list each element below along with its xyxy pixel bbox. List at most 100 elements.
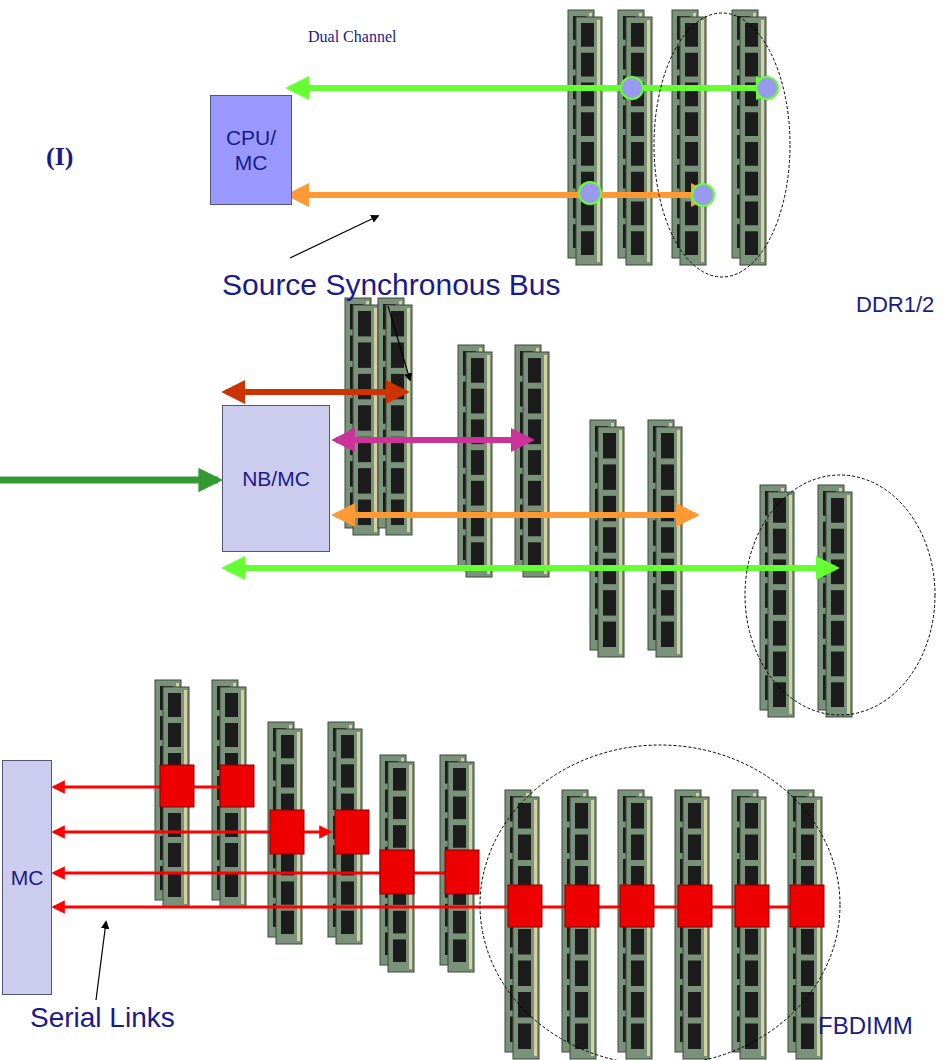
dimm-contacts — [847, 495, 850, 714]
dram-chip — [661, 590, 674, 615]
dimm-module — [378, 298, 404, 528]
dimm-module — [656, 427, 682, 657]
controller-box: MC — [2, 760, 52, 995]
dram-chip — [631, 835, 644, 861]
bus-tap — [756, 77, 778, 99]
dram-chip — [603, 433, 616, 458]
amb-chip — [790, 885, 824, 927]
amb-chip — [735, 885, 769, 927]
dimm-module — [740, 797, 766, 1059]
dram-chip — [631, 23, 644, 47]
dram-chip — [281, 881, 294, 904]
dimm-module — [626, 17, 652, 265]
dram-chip — [518, 803, 531, 829]
diagram-label: Dual Channel — [308, 28, 396, 46]
amb-chip — [380, 850, 414, 894]
dimm-module — [768, 492, 794, 717]
dram-chip — [341, 911, 354, 934]
dram-chip — [281, 735, 294, 758]
dimm-contacts — [544, 355, 547, 574]
group-ellipse — [654, 13, 790, 277]
serial-link — [54, 786, 238, 789]
channel-bus — [336, 512, 695, 518]
dram-chip — [831, 682, 844, 707]
dram-chip — [773, 498, 786, 523]
dram-chip — [745, 142, 758, 166]
dram-chip — [453, 939, 466, 962]
dram-chip — [661, 433, 674, 458]
dram-chip — [801, 1024, 814, 1050]
leader-line — [388, 306, 410, 380]
dram-chip — [391, 405, 404, 430]
dram-chip — [393, 768, 406, 791]
dram-chip — [831, 621, 844, 646]
dram-chip — [581, 112, 594, 136]
dram-chip — [631, 53, 644, 77]
dram-chip — [745, 803, 758, 829]
dram-chip — [773, 621, 786, 646]
dram-chip — [631, 231, 644, 255]
dram-chip — [685, 23, 698, 47]
dram-chip — [471, 450, 484, 475]
dram-chip — [745, 231, 758, 255]
controller-box: NB/MC — [222, 405, 330, 552]
dram-chip — [745, 202, 758, 226]
dram-chip — [225, 873, 238, 897]
dimm-module — [523, 352, 549, 577]
dram-chip — [603, 527, 616, 552]
dram-chip — [773, 529, 786, 554]
dimm-board — [458, 345, 484, 570]
dimm-module — [740, 17, 766, 265]
dram-chip — [518, 929, 531, 955]
dimm-board — [353, 305, 379, 535]
dimm-modules — [155, 10, 852, 1059]
dimm-contacts — [619, 430, 622, 654]
dram-chip — [631, 202, 644, 226]
dram-chip — [358, 405, 371, 430]
dram-chip — [393, 911, 406, 934]
amb-chip — [678, 885, 712, 927]
diagram-label: FBDIMM — [818, 1012, 913, 1040]
dimm-contacts — [704, 800, 707, 1056]
dimm-board — [683, 797, 709, 1059]
dimm-module — [458, 345, 484, 570]
dram-chip — [358, 311, 371, 336]
bus-tap — [579, 182, 601, 204]
dram-chip — [225, 723, 238, 747]
dimm-board — [826, 492, 852, 717]
leader-line — [290, 216, 378, 258]
dram-chip — [341, 764, 354, 787]
dram-chip — [281, 764, 294, 787]
dram-chip — [358, 374, 371, 399]
dimm-board — [740, 17, 766, 265]
dram-chip — [518, 1024, 531, 1050]
dimm-board — [466, 352, 492, 577]
dimm-board — [378, 298, 404, 528]
dram-chip — [831, 559, 844, 584]
dram-chip — [453, 911, 466, 934]
dram-chip — [225, 693, 238, 717]
dimm-contacts — [701, 20, 704, 262]
amb-chip — [620, 885, 654, 927]
dram-chip — [685, 142, 698, 166]
dimm-contacts — [534, 800, 537, 1056]
dram-chip — [528, 389, 541, 414]
dimm-contacts — [647, 800, 650, 1056]
dram-chip — [688, 1024, 701, 1050]
dram-chip — [453, 797, 466, 820]
dram-chip — [801, 929, 814, 955]
dram-chip — [745, 835, 758, 861]
dimm-module — [570, 797, 596, 1059]
dram-chip — [831, 590, 844, 615]
dimm-board — [515, 345, 541, 570]
node-label: CPU/ MC — [211, 123, 291, 177]
dram-chip — [801, 803, 814, 829]
dram-chip — [528, 358, 541, 383]
amb-chip — [508, 885, 542, 927]
dimm-board — [570, 797, 596, 1059]
dram-chip — [631, 992, 644, 1018]
bus-tap — [621, 77, 643, 99]
dram-chip — [631, 142, 644, 166]
dimm-module — [680, 17, 706, 265]
